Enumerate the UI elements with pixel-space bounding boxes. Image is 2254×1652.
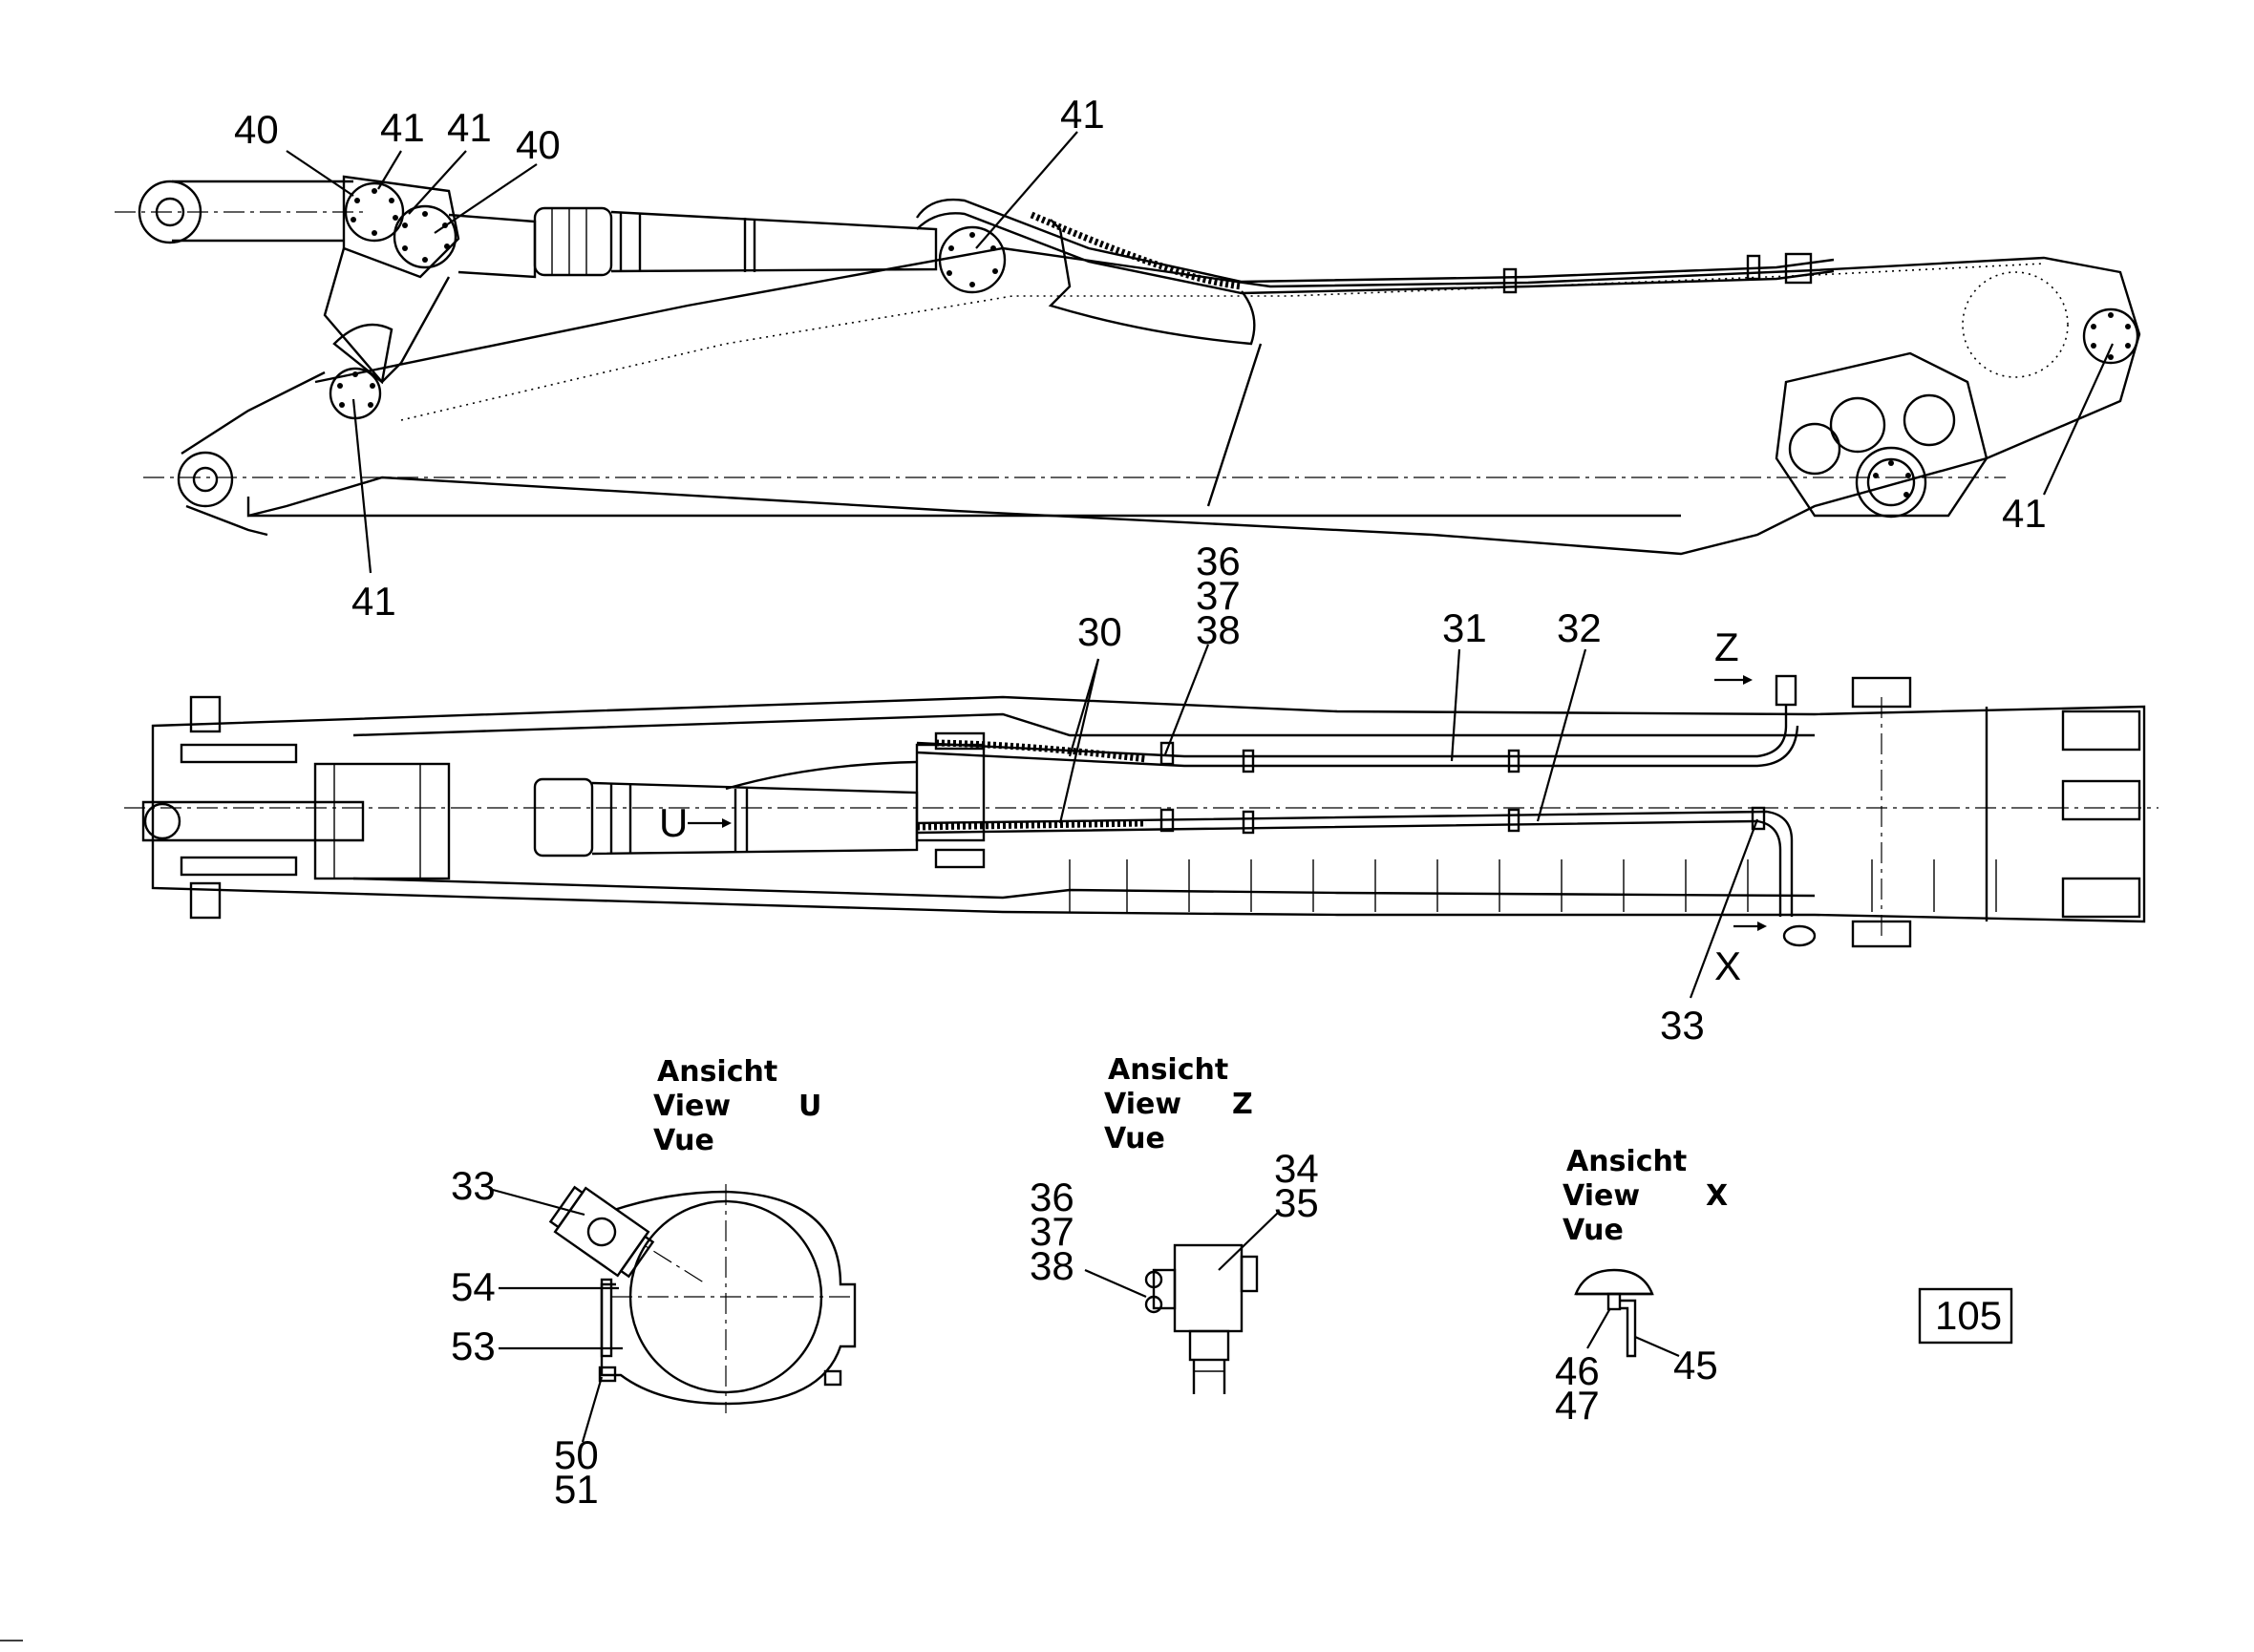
boom-side-view: 40 41 41 40 41 41 41 — [115, 92, 2141, 624]
page-number-box: 105 — [1918, 1287, 2013, 1345]
callout-41-a: 41 — [380, 105, 425, 150]
view-z-letter: Z — [1232, 1088, 1253, 1121]
callout-40-a: 40 — [234, 107, 279, 152]
detail-view-x: Ansicht View X Vue 46 47 45 — [1555, 1145, 1728, 1428]
view-u-title-de: Ansicht — [657, 1055, 777, 1089]
callout-37-z: 37 — [1030, 1209, 1074, 1254]
callout-31: 31 — [1442, 605, 1487, 650]
callout-36-top: 36 — [1196, 539, 1241, 583]
callout-38-z: 38 — [1030, 1243, 1074, 1288]
callout-33-top: 33 — [1660, 1003, 1705, 1048]
pin-41-upper — [393, 204, 457, 269]
callout-54: 54 — [451, 1264, 496, 1309]
detail-view-z: Ansicht View Z Vue 34 35 36 37 38 — [1030, 1053, 1319, 1394]
pin-41-middle — [938, 225, 1007, 294]
boom-top-view: U Z X 36 37 38 30 31 32 33 — [124, 539, 2158, 1048]
callout-51: 51 — [554, 1467, 599, 1512]
callout-41-e: 41 — [2002, 491, 2047, 536]
callout-32: 32 — [1557, 605, 1602, 650]
view-x-title-de: Ansicht — [1566, 1145, 1687, 1178]
callout-41-d: 41 — [351, 579, 396, 624]
pin-41-head — [2082, 307, 2139, 365]
callout-34: 34 — [1274, 1146, 1319, 1191]
callout-41-b: 41 — [447, 105, 492, 150]
view-z-title-en: View — [1104, 1088, 1181, 1121]
callout-53: 53 — [451, 1324, 496, 1368]
callout-41-c: 41 — [1060, 92, 1105, 137]
callout-36-z: 36 — [1030, 1175, 1074, 1219]
view-marker-z: Z — [1714, 625, 1739, 669]
callout-45: 45 — [1673, 1343, 1718, 1387]
view-u-title-en: View — [653, 1090, 731, 1123]
view-marker-u: U — [659, 800, 688, 845]
view-x-title-en: View — [1563, 1179, 1640, 1213]
detail-view-u: Ansicht View U Vue 33 54 53 50 51 — [451, 1055, 857, 1512]
callout-35: 35 — [1274, 1180, 1319, 1225]
pin-head-lower — [1866, 457, 1916, 507]
view-z-title-fr: Vue — [1104, 1122, 1165, 1155]
callout-46: 46 — [1555, 1348, 1600, 1393]
view-x-letter: X — [1706, 1179, 1728, 1213]
callout-50: 50 — [554, 1432, 599, 1477]
pin-40-left — [344, 181, 405, 243]
callout-30: 30 — [1077, 609, 1122, 654]
callout-33-u: 33 — [451, 1163, 496, 1208]
page-number: 105 — [1935, 1293, 2002, 1338]
view-u-title-fr: Vue — [653, 1124, 714, 1157]
view-u-letter: U — [798, 1090, 821, 1123]
callout-40-b: 40 — [516, 122, 561, 167]
callout-47: 47 — [1555, 1383, 1600, 1428]
view-marker-x: X — [1714, 943, 1741, 988]
callout-38-top: 38 — [1196, 607, 1241, 652]
view-z-title-de: Ansicht — [1108, 1053, 1228, 1087]
view-x-title-fr: Vue — [1563, 1214, 1624, 1247]
callout-37-top: 37 — [1196, 573, 1241, 618]
rib-row — [1069, 859, 1997, 912]
